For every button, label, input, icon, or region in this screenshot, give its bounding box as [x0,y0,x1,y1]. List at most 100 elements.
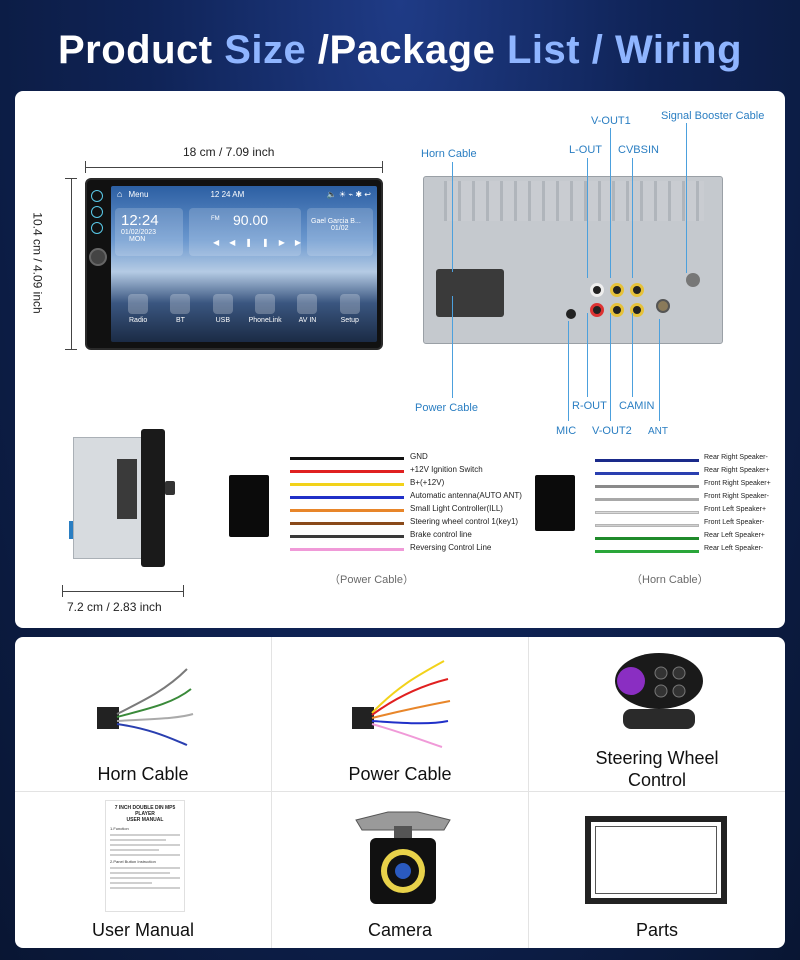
wire-line [595,537,699,540]
app-icon-row: Radio BT USB PhoneLink AV IN Setup [111,286,377,342]
package-list-panel: Horn Cable Power Cable [15,637,785,948]
wire-line [290,522,404,525]
wire-label: +12V Ignition Switch [410,465,483,474]
wire-label: Front Right Speaker- [704,493,769,500]
rca-jack [610,283,624,297]
v-out2-callout: V-OUT2 [592,425,632,437]
callout-line [686,123,687,273]
mic-jack [566,309,576,319]
power-cable-icon [352,660,451,748]
wire-label: Front Left Speaker- [704,519,765,526]
bt-app: BT [162,286,198,342]
setup-app: Setup [332,286,368,342]
callout-line [632,313,633,397]
gear-icon [339,294,360,314]
side-knob [165,481,175,495]
package-label: Camera [367,920,433,940]
avin-app: AV IN [289,286,325,342]
wire-label: B+(+12V) [410,478,445,487]
l-out-callout: L-OUT [569,144,602,156]
head-unit-side [69,429,183,567]
head-unit-front: ⌂ Menu 12 24 AM 🔈 ☀ ⌁ ✱ ↩ 12:24 01/02/20… [85,178,383,350]
package-label: Horn Cable [97,764,189,784]
package-label: Power Cable [348,764,452,784]
power-cable-caption: （Power Cable） [329,574,414,586]
heat-sink [444,181,704,221]
side-bracket [117,459,137,519]
signal-booster-callout: Signal Booster Cable [661,110,765,122]
power-cable-callout: Power Cable [415,402,478,414]
package-grid: Horn Cable Power Cable [15,637,785,948]
rca-jack [610,303,624,317]
radio-app: Radio [120,286,156,342]
package-item-horn-cable: Horn Cable [15,637,272,792]
rca-jack [590,283,604,297]
tick [382,161,383,173]
clock: 12:24 [121,212,159,229]
power-plug [229,475,269,537]
callout-line [610,128,611,278]
side-faceplate [141,429,165,567]
wire-line [290,548,404,551]
v-out1-callout: V-OUT1 [591,115,631,127]
ant-callout: ANT [648,426,668,437]
horn-cable-callout: Horn Cable [421,148,477,160]
power-button-icon [91,190,103,202]
phonelink-app: PhoneLink [247,286,283,342]
wire-line [595,485,699,488]
status-bar: ⌂ Menu 12 24 AM 🔈 ☀ ⌁ ✱ ↩ [111,186,377,202]
status-icons: 🔈 ☀ ⌁ ✱ ↩ [326,189,371,199]
music-card: Gael Garcia B... 01/02 [307,208,373,256]
iso-connector [436,269,504,317]
frame-icon [585,816,727,904]
wire-label: Small Light Controller(ILL) [410,504,503,513]
home-icon: ⌂ [117,189,123,199]
usb-icon [212,294,233,314]
camera-icon [355,811,451,904]
package-label: Parts [635,920,678,940]
signal-booster-jack [686,273,700,287]
frequency: 90.00 [233,212,269,228]
clock-bar: 12 24 AM [210,189,245,199]
wiring-panel: 18 cm / 7.09 inch 10.4 cm / 4.09 inch ⌂ … [15,91,785,628]
side-buttons [91,190,105,238]
wire-line [290,457,404,460]
side-tab [69,521,73,539]
mic-callout: MIC [556,425,577,437]
wire-label: Steering wheel control 1(key1) [410,517,519,526]
head-unit-screen: ⌂ Menu 12 24 AM 🔈 ☀ ⌁ ✱ ↩ 12:24 01/02/20… [111,186,377,342]
wire-line [290,509,404,512]
r-out-callout: R-OUT [572,400,607,412]
width-dimension: 18 cm / 7.09 inch [183,145,275,159]
wire-label: Rear Right Speaker+ [704,467,770,474]
callout-line [632,158,633,278]
usb-app: USB [205,286,241,342]
cvbsin-callout: CVBSIN [618,144,659,156]
bluetooth-icon [170,294,191,314]
wire-line [595,498,699,501]
phone-icon [255,294,276,314]
clock-card: 12:24 01/02/2023 MON [115,208,183,256]
track-sub: 01/02 [331,225,349,232]
radio-card: FM 90.00 ◀◀❚❚▶▶ [189,208,301,256]
page-title: Product Size /Package List / Wiring [58,28,742,72]
wire-label: Automatic antenna(AUTO ANT) [410,491,522,500]
wire-label: Rear Right Speaker- [704,454,768,461]
track-name: Gael Garcia B... [311,218,361,225]
callout-line [587,313,588,397]
tick [65,178,77,179]
wire-line [595,472,699,475]
rca-jack [630,283,644,297]
menu-label: Menu [128,189,149,199]
package-label: Steering Wheel Control [595,748,719,790]
volume-knob [89,248,107,266]
callout-line [452,162,453,272]
radio-icon [128,294,149,314]
package-item-steering-control: Steering Wheel Control [529,637,785,792]
tick [65,349,77,350]
wire-line [290,483,404,486]
package-item-user-manual: 7 INCH DOUBLE DIN MP5 PLAYER USER MANUAL… [15,792,272,948]
rca-jack [590,303,604,317]
day: MON [129,236,146,243]
